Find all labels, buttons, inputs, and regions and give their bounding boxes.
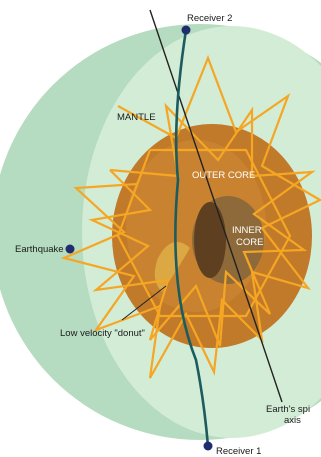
- outer-core-label: OUTER CORE: [192, 170, 255, 181]
- mantle-label: MANTLE: [117, 112, 156, 123]
- inner-core-shadow: [194, 202, 226, 278]
- spin-axis-label-line2: axis: [284, 415, 301, 426]
- receiver-1-marker: [204, 442, 213, 451]
- inner-core-label-line1: INNER: [232, 225, 262, 236]
- earthquake-marker: [66, 245, 75, 254]
- earthquake-label: Earthquake: [15, 244, 64, 255]
- receiver-2-label: Receiver 2: [187, 13, 232, 24]
- receiver-1-label: Receiver 1: [216, 446, 261, 457]
- spin-axis-label-line1: Earth's spi: [266, 404, 310, 415]
- receiver-2-marker: [182, 26, 191, 35]
- low-velocity-label: Low velocity "donut": [60, 328, 145, 339]
- inner-core-label-line2: CORE: [236, 237, 263, 248]
